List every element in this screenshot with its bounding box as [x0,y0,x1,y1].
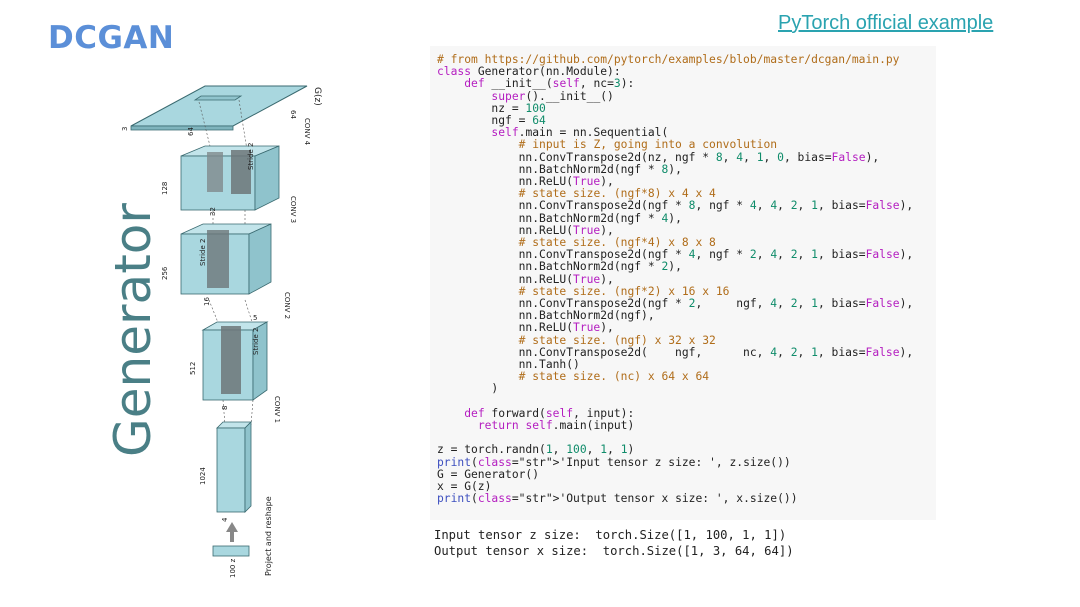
label-d5: 5 [253,314,257,322]
code-line: nn.ConvTranspose2d(nz, ngf * 8, 4, 1, 0,… [437,150,880,164]
code-line: return self.main(input) [477,419,635,433]
code-line: # state size. (ngf*2) x 16 x 16 [518,284,730,298]
label-gz: G(z) [312,87,322,106]
conv2-block [180,223,272,295]
code-line: nn.ConvTranspose2d(ngf * 8, ngf * 4, 4, … [437,199,914,213]
label-d128: 128 [161,182,169,195]
label-conv4: CONV 4 [303,118,311,146]
z-input-block [212,545,250,557]
code-line: x = G(z) [437,480,492,494]
label-d1024: 1024 [199,467,207,485]
code-line: nn.BatchNorm2d(ngf), [437,309,655,323]
generator-diagram: Generator G(z) 64 CONV 4 3 64 128 32 CON… [104,85,322,578]
code-block: # from https://github.com/pytorch/exampl… [437,53,914,506]
label-d8: 8 [221,406,229,410]
code-line: G = Generator() [437,467,540,481]
code-line: nn.BatchNorm2d(ngf * 8), [437,162,682,176]
code-line: # state size. (nc) x 64 x 64 [518,370,710,384]
code-panel [430,46,936,520]
conv3-block [180,145,280,211]
arrow-up-icon [226,522,238,542]
code-line: # state size. (ngf*4) x 8 x 8 [518,236,716,250]
conv1-block [201,321,269,401]
label-stride2-c3: Stride 2 [247,143,255,170]
label-project: Project and reshape [264,496,273,576]
code-line: nn.ConvTranspose2d(ngf * 2, ngf, 4, 2, 1… [437,297,914,311]
label-d64-top: 64 [289,110,297,119]
generator-heading: Generator [104,203,162,457]
label-d3: 3 [121,127,129,131]
slide-title: DCGAN [48,20,175,56]
code-line: ngf = 64 [437,114,546,128]
label-d512: 512 [189,362,197,375]
code-line: nn.ReLU(True), [437,321,614,335]
label-stride2-c2: Stride 2 [199,239,207,266]
code-line: nn.ReLU(True), [437,175,614,189]
code-line: nn.ConvTranspose2d(ngf * 4, ngf * 2, 4, … [437,248,914,262]
label-d32: 32 [209,207,217,216]
pytorch-example-link[interactable]: PyTorch official example [778,12,994,34]
output-line-1: Input tensor z size: torch.Size([1, 100,… [434,528,787,542]
code-line: nn.ReLU(True), [437,223,614,237]
code-line: # from https://github.com/pytorch/exampl… [437,53,900,66]
code-line: print(class="str">'Input tensor z size: … [437,455,791,469]
code-line: print(class="str">'Output tensor x size:… [437,492,798,506]
code-line: z = torch.randn(1, 100, 1, 1) [437,443,635,457]
label-conv2: CONV 2 [283,292,291,319]
code-line: # input is Z, going into a convolution [518,138,778,152]
output-block: Input tensor z size: torch.Size([1, 100,… [434,527,794,559]
label-stride2-c1: Stride 2 [252,328,260,355]
code-line: nn.Tanh() [437,358,580,372]
code-line: nn.BatchNorm2d(ngf * 2), [437,260,682,274]
code-line: nz = 100 [437,101,546,115]
output-plane [130,85,308,131]
code-line: # state size. (ngf*8) x 4 x 4 [518,187,716,201]
code-line: def __init__(self, nc=3): [464,77,635,91]
code-line: # state size. (ngf) x 32 x 32 [518,333,716,347]
code-line: self.main = nn.Sequential( [491,126,669,140]
code-line: nn.BatchNorm2d(ngf * 4), [437,211,682,225]
code-line: def forward(self, input): [464,406,635,420]
output-line-2: Output tensor x size: torch.Size([1, 3, … [434,544,794,558]
label-conv1: CONV 1 [273,396,281,423]
code-line: class Generator(nn.Module): [437,65,621,79]
label-d16: 16 [203,297,211,306]
code-line: nn.ConvTranspose2d( ngf, nc, 4, 2, 1, bi… [437,345,914,359]
label-d64: 64 [187,127,195,136]
code-line: super().__init__() [491,89,614,103]
project-block [216,421,252,513]
label-d4: 4 [221,517,229,522]
label-conv3: CONV 3 [289,196,297,223]
code-line: ) [437,382,499,396]
label-z: 100 z [229,558,237,578]
code-line: nn.ReLU(True), [437,272,614,286]
label-d256: 256 [161,266,169,280]
